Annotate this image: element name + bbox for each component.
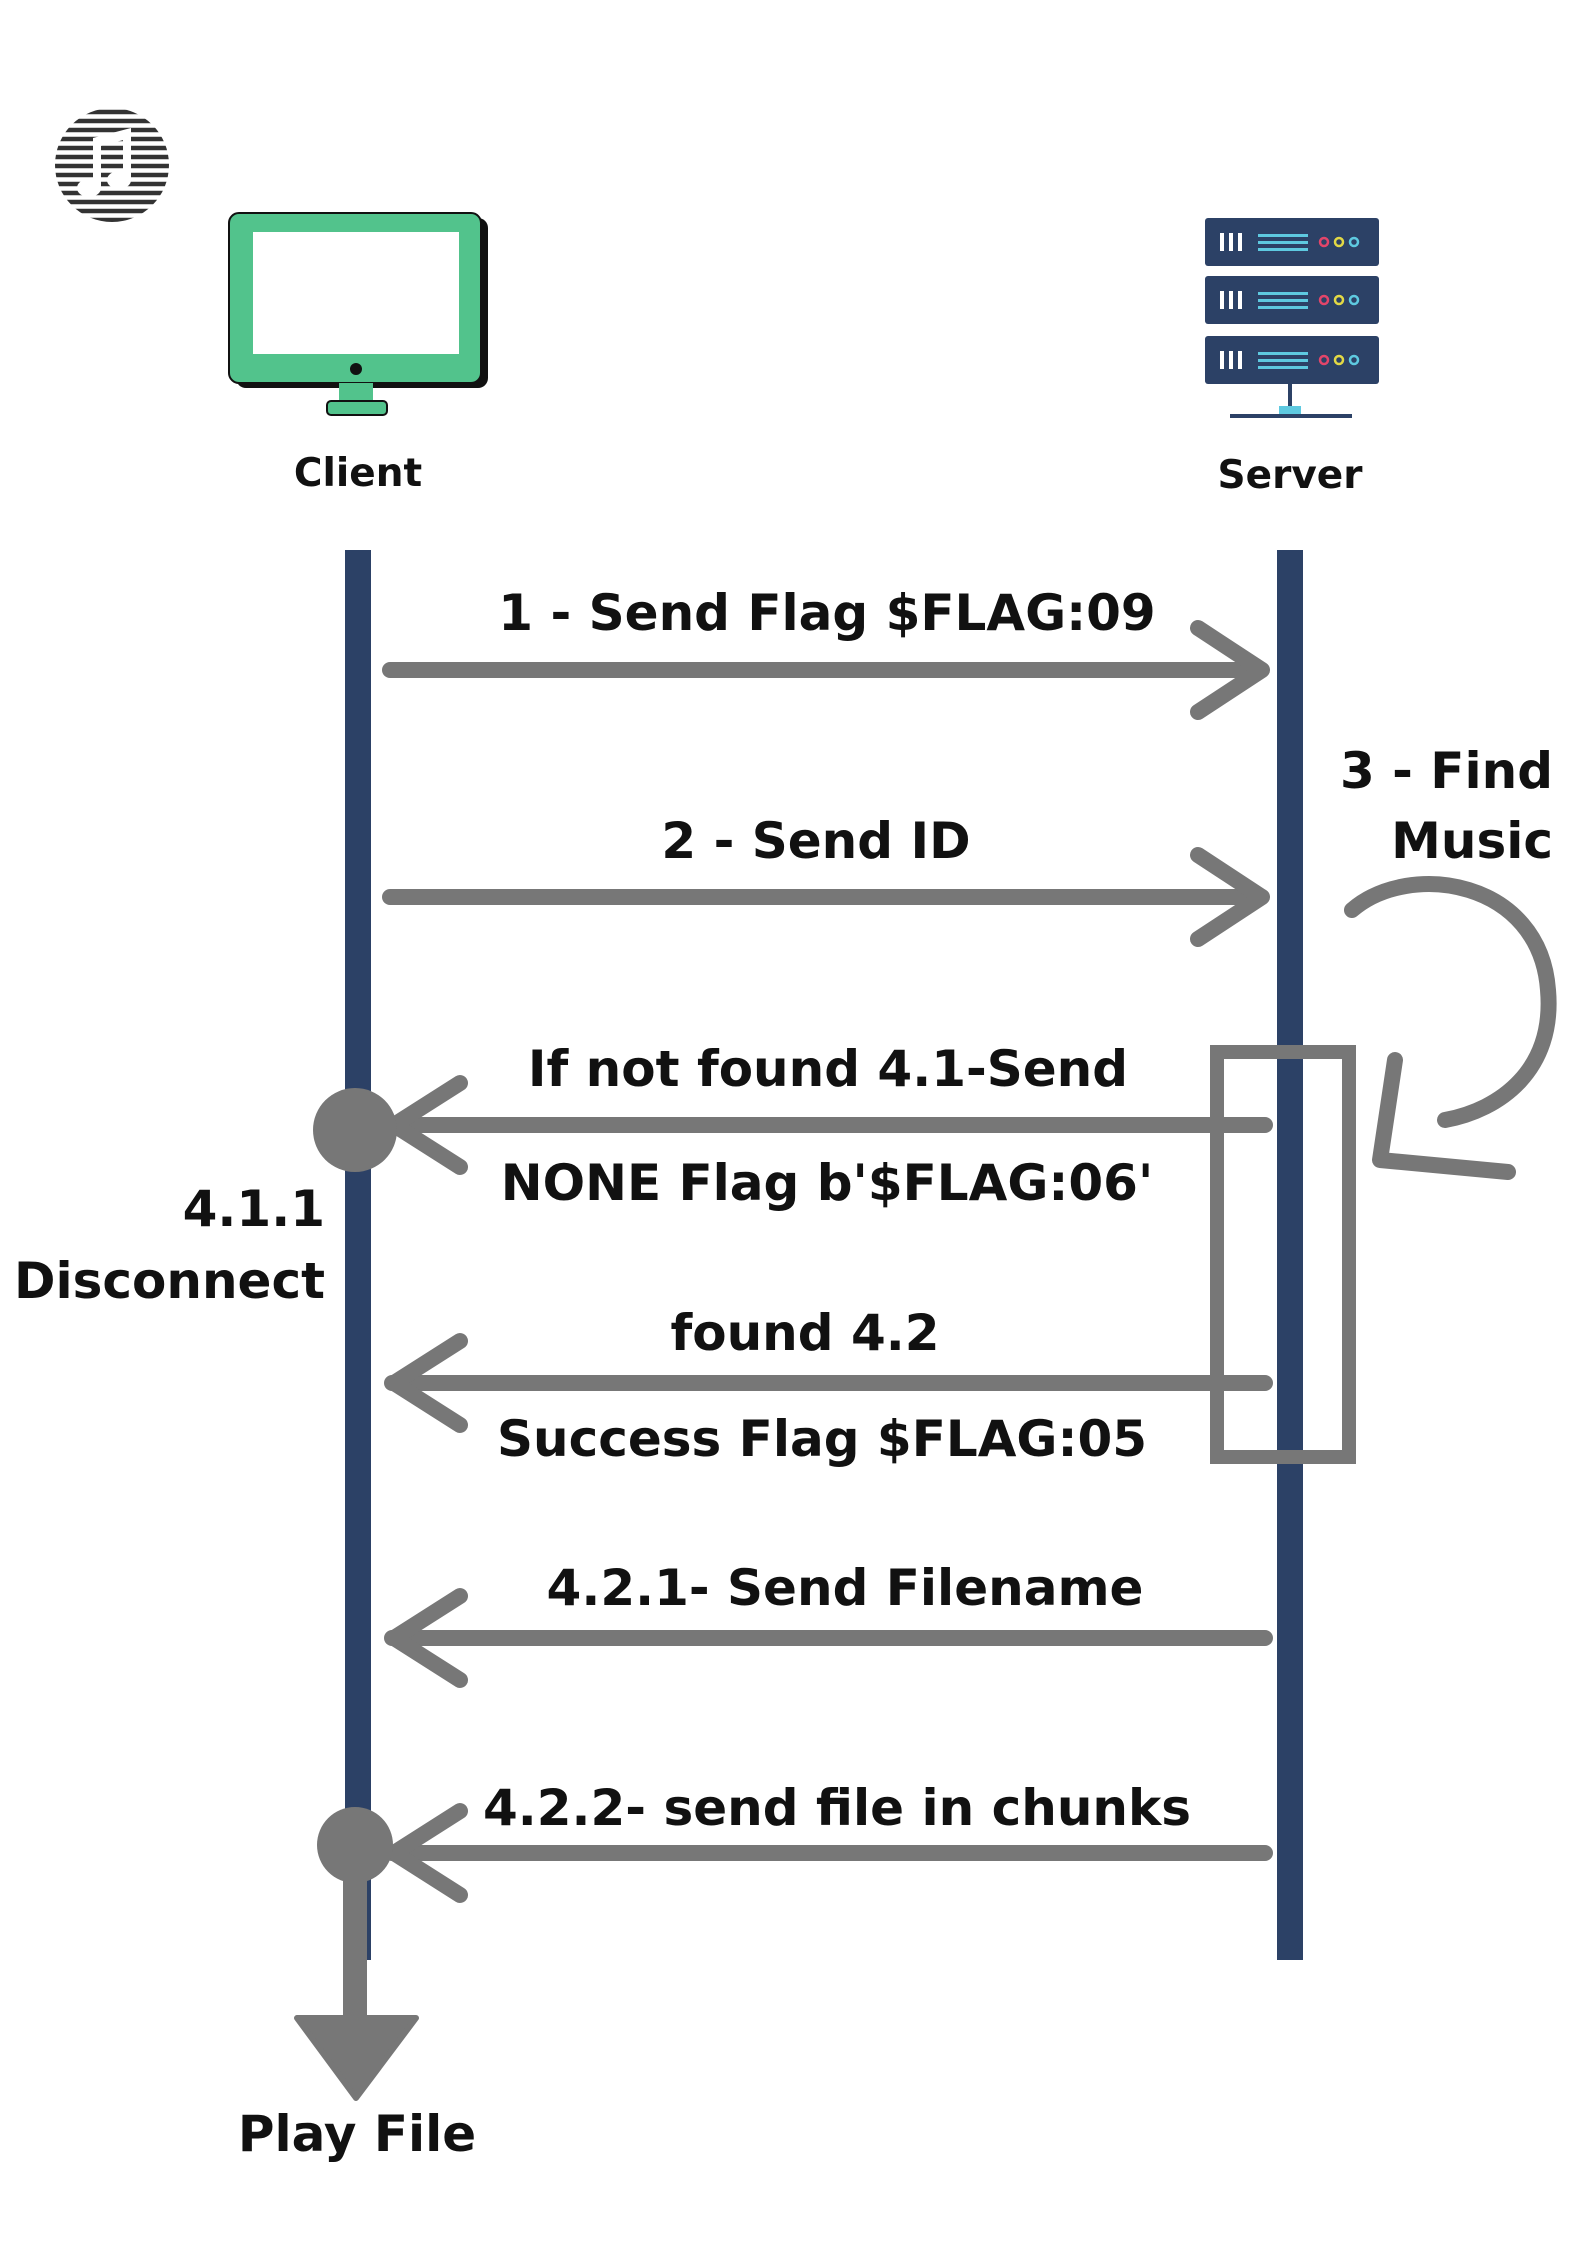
activation-box [1210,1045,1356,1464]
find-music-label-line2: Music [1391,812,1553,870]
client-lifeline [345,550,371,1960]
self-loop-arrow [1344,876,1557,1180]
play-file-arrow [294,1845,419,2101]
message-4-1-label-above: If not found 4.1-Send [527,1040,1129,1098]
disconnect-dot [313,1088,397,1172]
server-label: Server [1217,453,1363,498]
disconnect-label-line1: 4.1.1 [182,1180,325,1238]
music-note-icon [55,109,169,222]
message-1-label: 1 - Send Flag $FLAG:09 [498,584,1156,642]
message-4-2-2-label: 4.2.2- send file in chunks [482,1779,1192,1837]
message-arrow-1 [382,620,1270,720]
server-lifeline [1277,550,1303,1960]
message-4-2-1-label: 4.2.1- Send Filename [546,1559,1144,1617]
message-4-2-label-above: found 4.2 [670,1304,940,1362]
message-arrow-2 [382,847,1270,947]
client-label: Client [293,451,423,496]
message-4-1-label-below: NONE Flag b'$FLAG:06' [500,1154,1154,1212]
message-arrow-4-2-2 [384,1803,1273,1903]
message-2-label: 2 - Send ID [661,812,971,870]
message-arrow-4-2 [384,1333,1273,1433]
monitor-icon [228,212,488,416]
find-music-label-line1: 3 - Find [1339,742,1553,800]
message-4-2-label-below: Success Flag $FLAG:05 [496,1410,1148,1468]
play-file-label: Play File [237,2105,477,2163]
message-arrow-4-2-1 [384,1588,1273,1688]
disconnect-label-line2: Disconnect [13,1252,325,1310]
server-rack-icon [1205,218,1379,418]
